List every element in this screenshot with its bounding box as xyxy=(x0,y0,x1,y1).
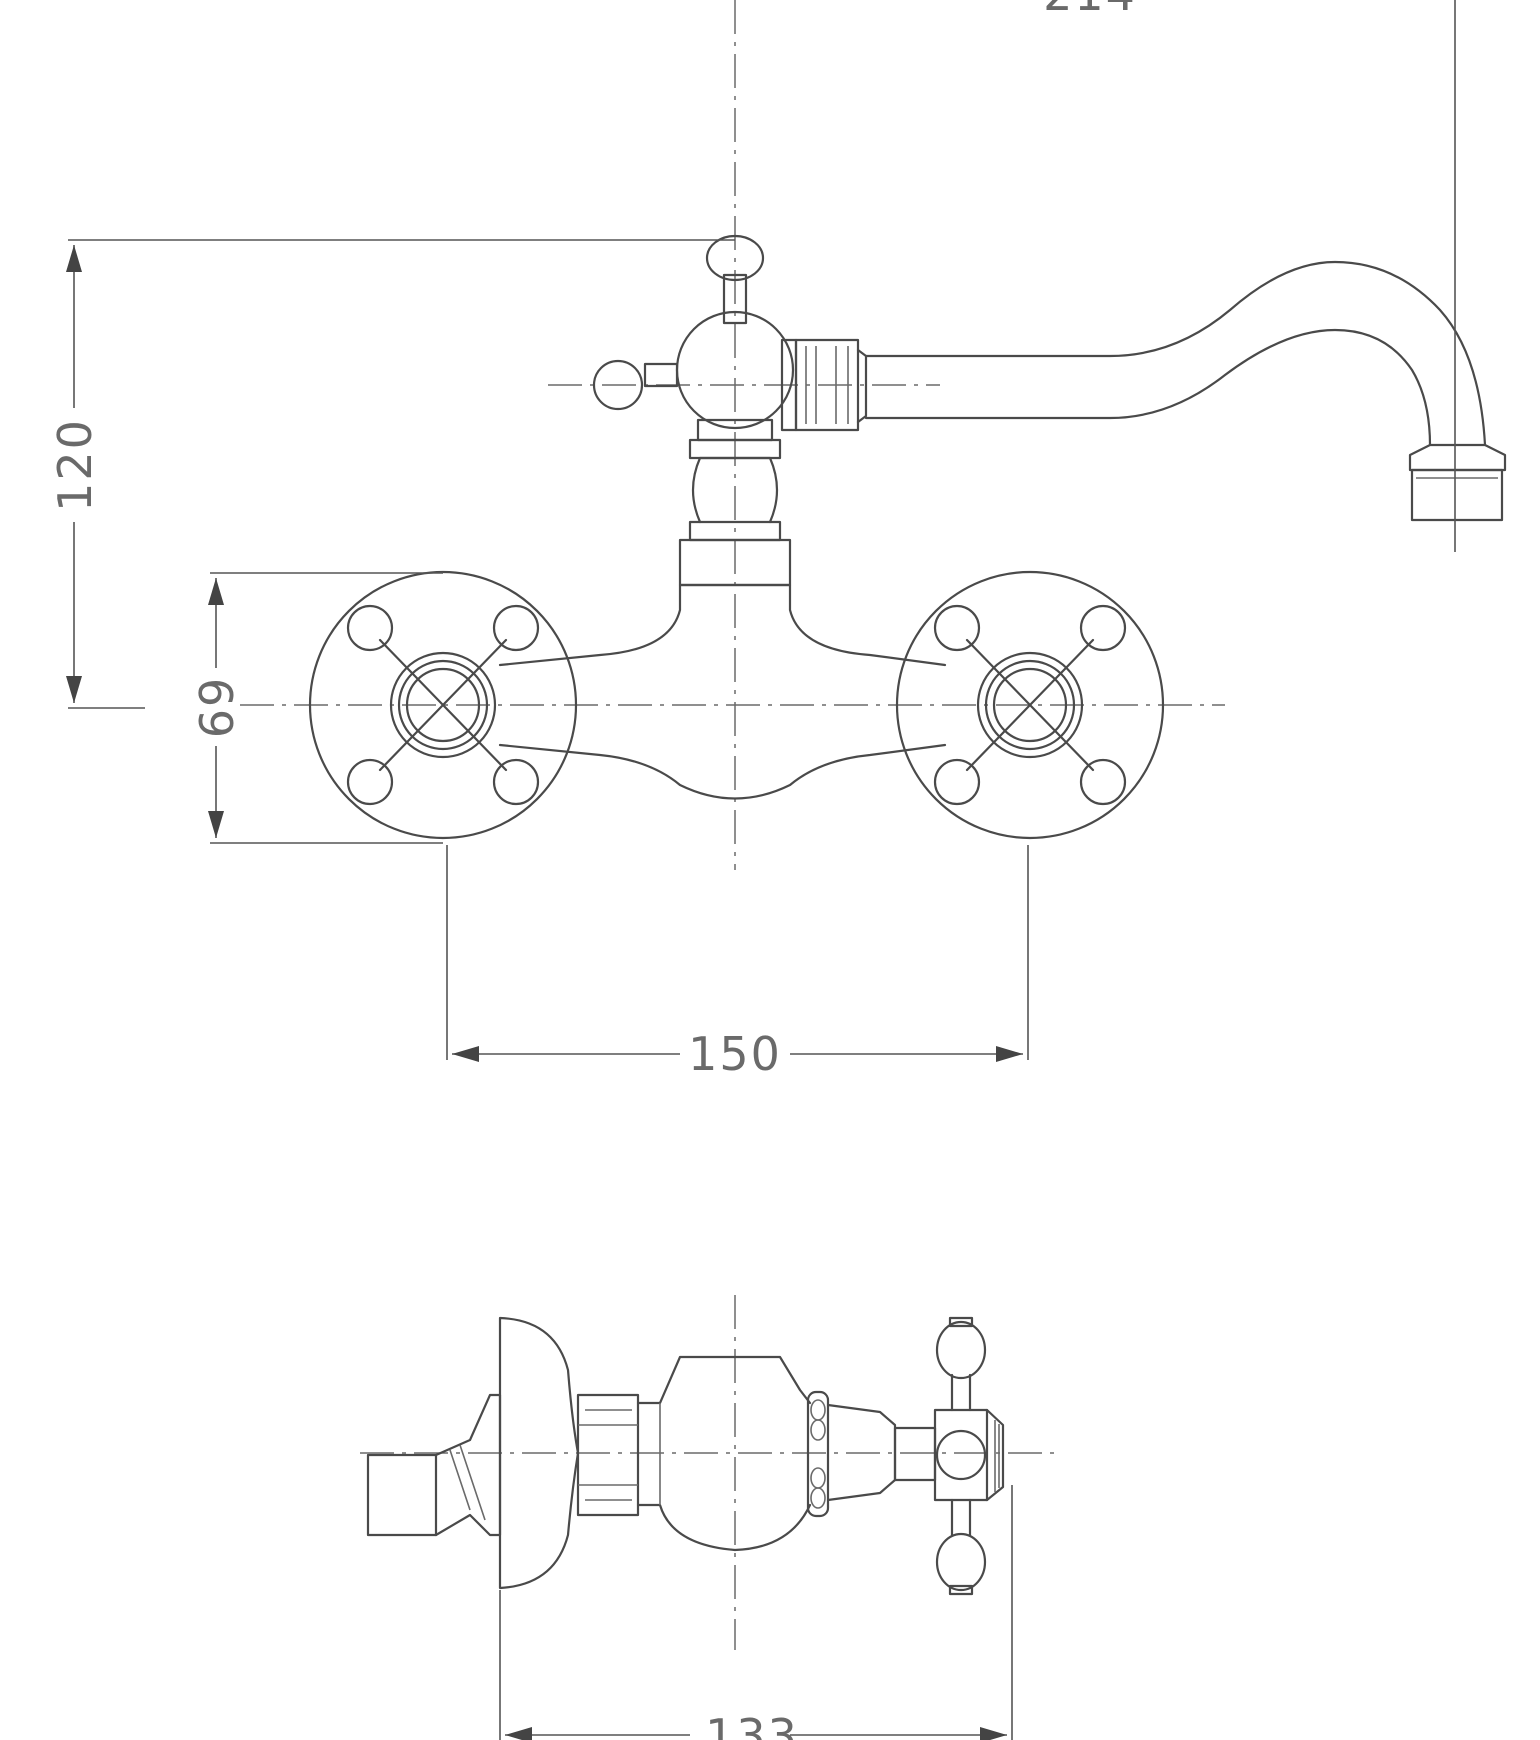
mixer-body xyxy=(498,583,947,800)
left-rosette xyxy=(308,570,578,840)
dimension-label-150: 150 xyxy=(688,1027,782,1081)
valve-head xyxy=(592,234,798,432)
decorative-ring xyxy=(806,1390,830,1518)
dimension-label-69: 69 xyxy=(190,676,244,739)
spout-nut xyxy=(794,338,868,432)
right-rosette xyxy=(895,570,1165,840)
dimension-projection: 133 xyxy=(499,1485,1013,1740)
dimension-spout-reach: 214 xyxy=(1043,0,1456,552)
side-body xyxy=(636,1355,812,1552)
dimension-height: 120 xyxy=(48,239,735,709)
left-handle xyxy=(308,570,578,840)
dimension-label-133: 133 xyxy=(705,1709,799,1740)
front-view: 214 120 69 xyxy=(48,0,1507,1081)
right-handle xyxy=(895,570,1165,840)
dimension-rosette: 69 xyxy=(190,572,443,844)
side-view: 133 xyxy=(360,1295,1055,1740)
dimension-center-distance: 150 xyxy=(446,845,1029,1081)
hex-nut xyxy=(576,1393,640,1517)
dimension-label-214: 214 xyxy=(1043,0,1137,21)
spout xyxy=(864,260,1507,522)
wall-connector xyxy=(366,1393,502,1537)
side-valve-head xyxy=(933,1316,1005,1596)
valve-neck xyxy=(893,1426,937,1482)
column xyxy=(678,418,792,587)
dimension-label-120: 120 xyxy=(48,418,102,512)
